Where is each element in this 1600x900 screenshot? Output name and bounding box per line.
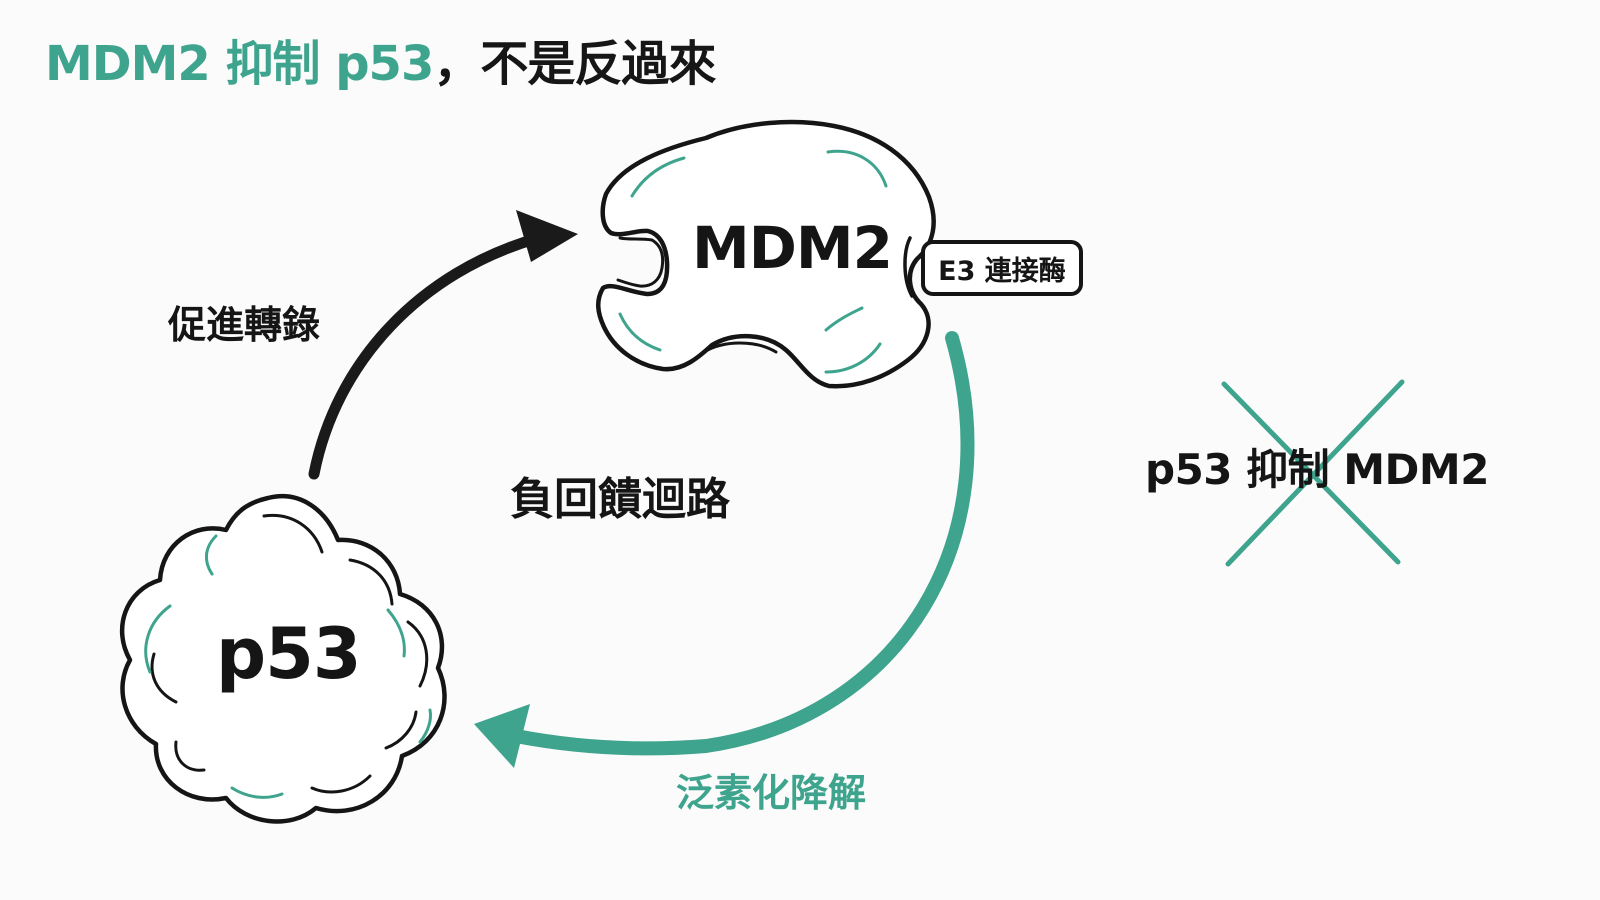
wrong-claim-label: p53 抑制 MDM2 [1145, 445, 1489, 494]
e3-ligase-label: E3 連接酶 [938, 255, 1066, 287]
ubiquitination-label: 泛素化降解 [676, 771, 867, 815]
title-rest: ，不是反過來 [433, 36, 716, 92]
title-accent: MDM2 抑制 p53 [45, 36, 434, 92]
x-mark-icon [1221, 379, 1405, 567]
mdm2-label: MDM2 [692, 214, 893, 282]
mdm2-protein-shape [596, 119, 936, 389]
transcription-arrow [308, 210, 578, 480]
feedback-loop-label: 負回饋迴路 [510, 474, 730, 525]
e3-ligase-tag: E3 連接酶 [921, 240, 1083, 296]
ubiquitination-arrow [474, 331, 975, 768]
transcription-label: 促進轉錄 [168, 303, 321, 347]
page-title: MDM2 抑制 p53，不是反過來 [45, 33, 716, 95]
p53-label: p53 [216, 613, 362, 695]
p53-protein-shape [119, 494, 447, 824]
